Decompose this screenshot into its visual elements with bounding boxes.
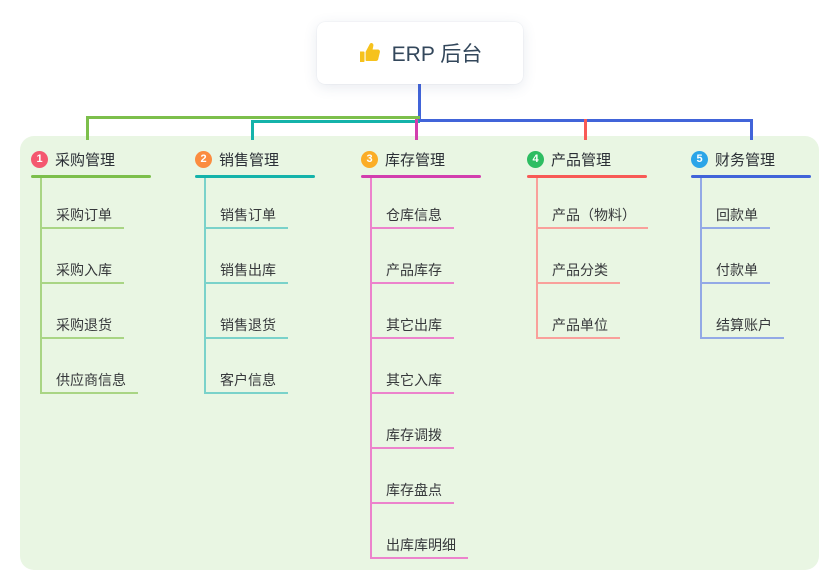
branch-label: 库存管理 <box>385 151 446 169</box>
thumbs-up-icon <box>358 41 382 65</box>
child-node[interactable]: 仓库信息 <box>370 203 454 229</box>
child-node[interactable]: 出库库明细 <box>370 533 468 559</box>
connector-branch4-drop <box>584 119 587 140</box>
branch-finance: 5 财务管理 回款单 付款单 结算账户 <box>691 146 839 339</box>
child-node[interactable]: 回款单 <box>700 203 770 229</box>
badge-number: 2 <box>195 150 212 168</box>
branch-node[interactable]: 3 库存管理 <box>361 146 521 172</box>
branch-label: 销售管理 <box>219 151 280 169</box>
child-node[interactable]: 采购入库 <box>40 258 124 284</box>
branch-label: 采购管理 <box>55 151 116 169</box>
branch-label: 产品管理 <box>551 151 612 169</box>
branch-child-rail <box>700 178 702 339</box>
branch-child-rail <box>204 178 206 394</box>
branch-node[interactable]: 1 采购管理 <box>31 146 191 172</box>
root-node-label: ERP 后台 <box>391 43 483 66</box>
child-node[interactable]: 供应商信息 <box>40 368 138 394</box>
branch-label: 财务管理 <box>715 151 776 169</box>
branch-node[interactable]: 4 产品管理 <box>527 146 687 172</box>
connector-branch3-drop <box>415 119 418 140</box>
connector-branch5-drop <box>750 119 753 140</box>
connector-branch2-horizontal <box>251 120 420 123</box>
child-node[interactable]: 采购订单 <box>40 203 124 229</box>
branch-child-rail <box>370 178 372 559</box>
child-node[interactable]: 客户信息 <box>204 368 288 394</box>
branch-underline <box>527 175 647 178</box>
branch-product: 4 产品管理 产品（物料） 产品分类 产品单位 <box>527 146 687 339</box>
connector-branch1-horizontal <box>86 116 420 119</box>
branch-child-rail <box>40 178 42 394</box>
badge-number: 4 <box>527 150 544 168</box>
branch-underline <box>31 175 151 178</box>
child-node[interactable]: 付款单 <box>700 258 770 284</box>
branch-child-rail <box>536 178 538 339</box>
child-node[interactable]: 其它入库 <box>370 368 454 394</box>
connector-branch1-drop <box>86 116 89 140</box>
branch-underline <box>361 175 481 178</box>
branch-node[interactable]: 5 财务管理 <box>691 146 839 172</box>
child-node[interactable]: 库存盘点 <box>370 478 454 504</box>
branch-underline <box>691 175 811 178</box>
branch-underline <box>195 175 315 178</box>
branches-background-panel <box>20 136 819 570</box>
child-node[interactable]: 采购退货 <box>40 313 124 339</box>
branch-purchase: 1 采购管理 采购订单 采购入库 采购退货 供应商信息 <box>31 146 191 394</box>
child-node[interactable]: 产品库存 <box>370 258 454 284</box>
child-node[interactable]: 销售出库 <box>204 258 288 284</box>
child-node[interactable]: 销售订单 <box>204 203 288 229</box>
child-node[interactable]: 产品单位 <box>536 313 620 339</box>
child-node[interactable]: 结算账户 <box>700 313 784 339</box>
badge-number: 5 <box>691 150 708 168</box>
badge-number: 1 <box>31 150 48 168</box>
connector-branch2-drop <box>251 120 254 140</box>
child-node[interactable]: 销售退货 <box>204 313 288 339</box>
child-node[interactable]: 产品分类 <box>536 258 620 284</box>
root-node-erp[interactable]: ERP 后台 <box>317 22 523 84</box>
branch-sales: 2 销售管理 销售订单 销售出库 销售退货 客户信息 <box>195 146 355 394</box>
child-node[interactable]: 其它出库 <box>370 313 454 339</box>
child-node[interactable]: 库存调拨 <box>370 423 454 449</box>
branch-inventory: 3 库存管理 仓库信息 产品库存 其它出库 其它入库 库存调拨 库存盘点 出库库… <box>361 146 521 559</box>
branch-node[interactable]: 2 销售管理 <box>195 146 355 172</box>
child-node[interactable]: 产品（物料） <box>536 203 648 229</box>
badge-number: 3 <box>361 150 378 168</box>
connector-root-stub <box>418 84 421 120</box>
